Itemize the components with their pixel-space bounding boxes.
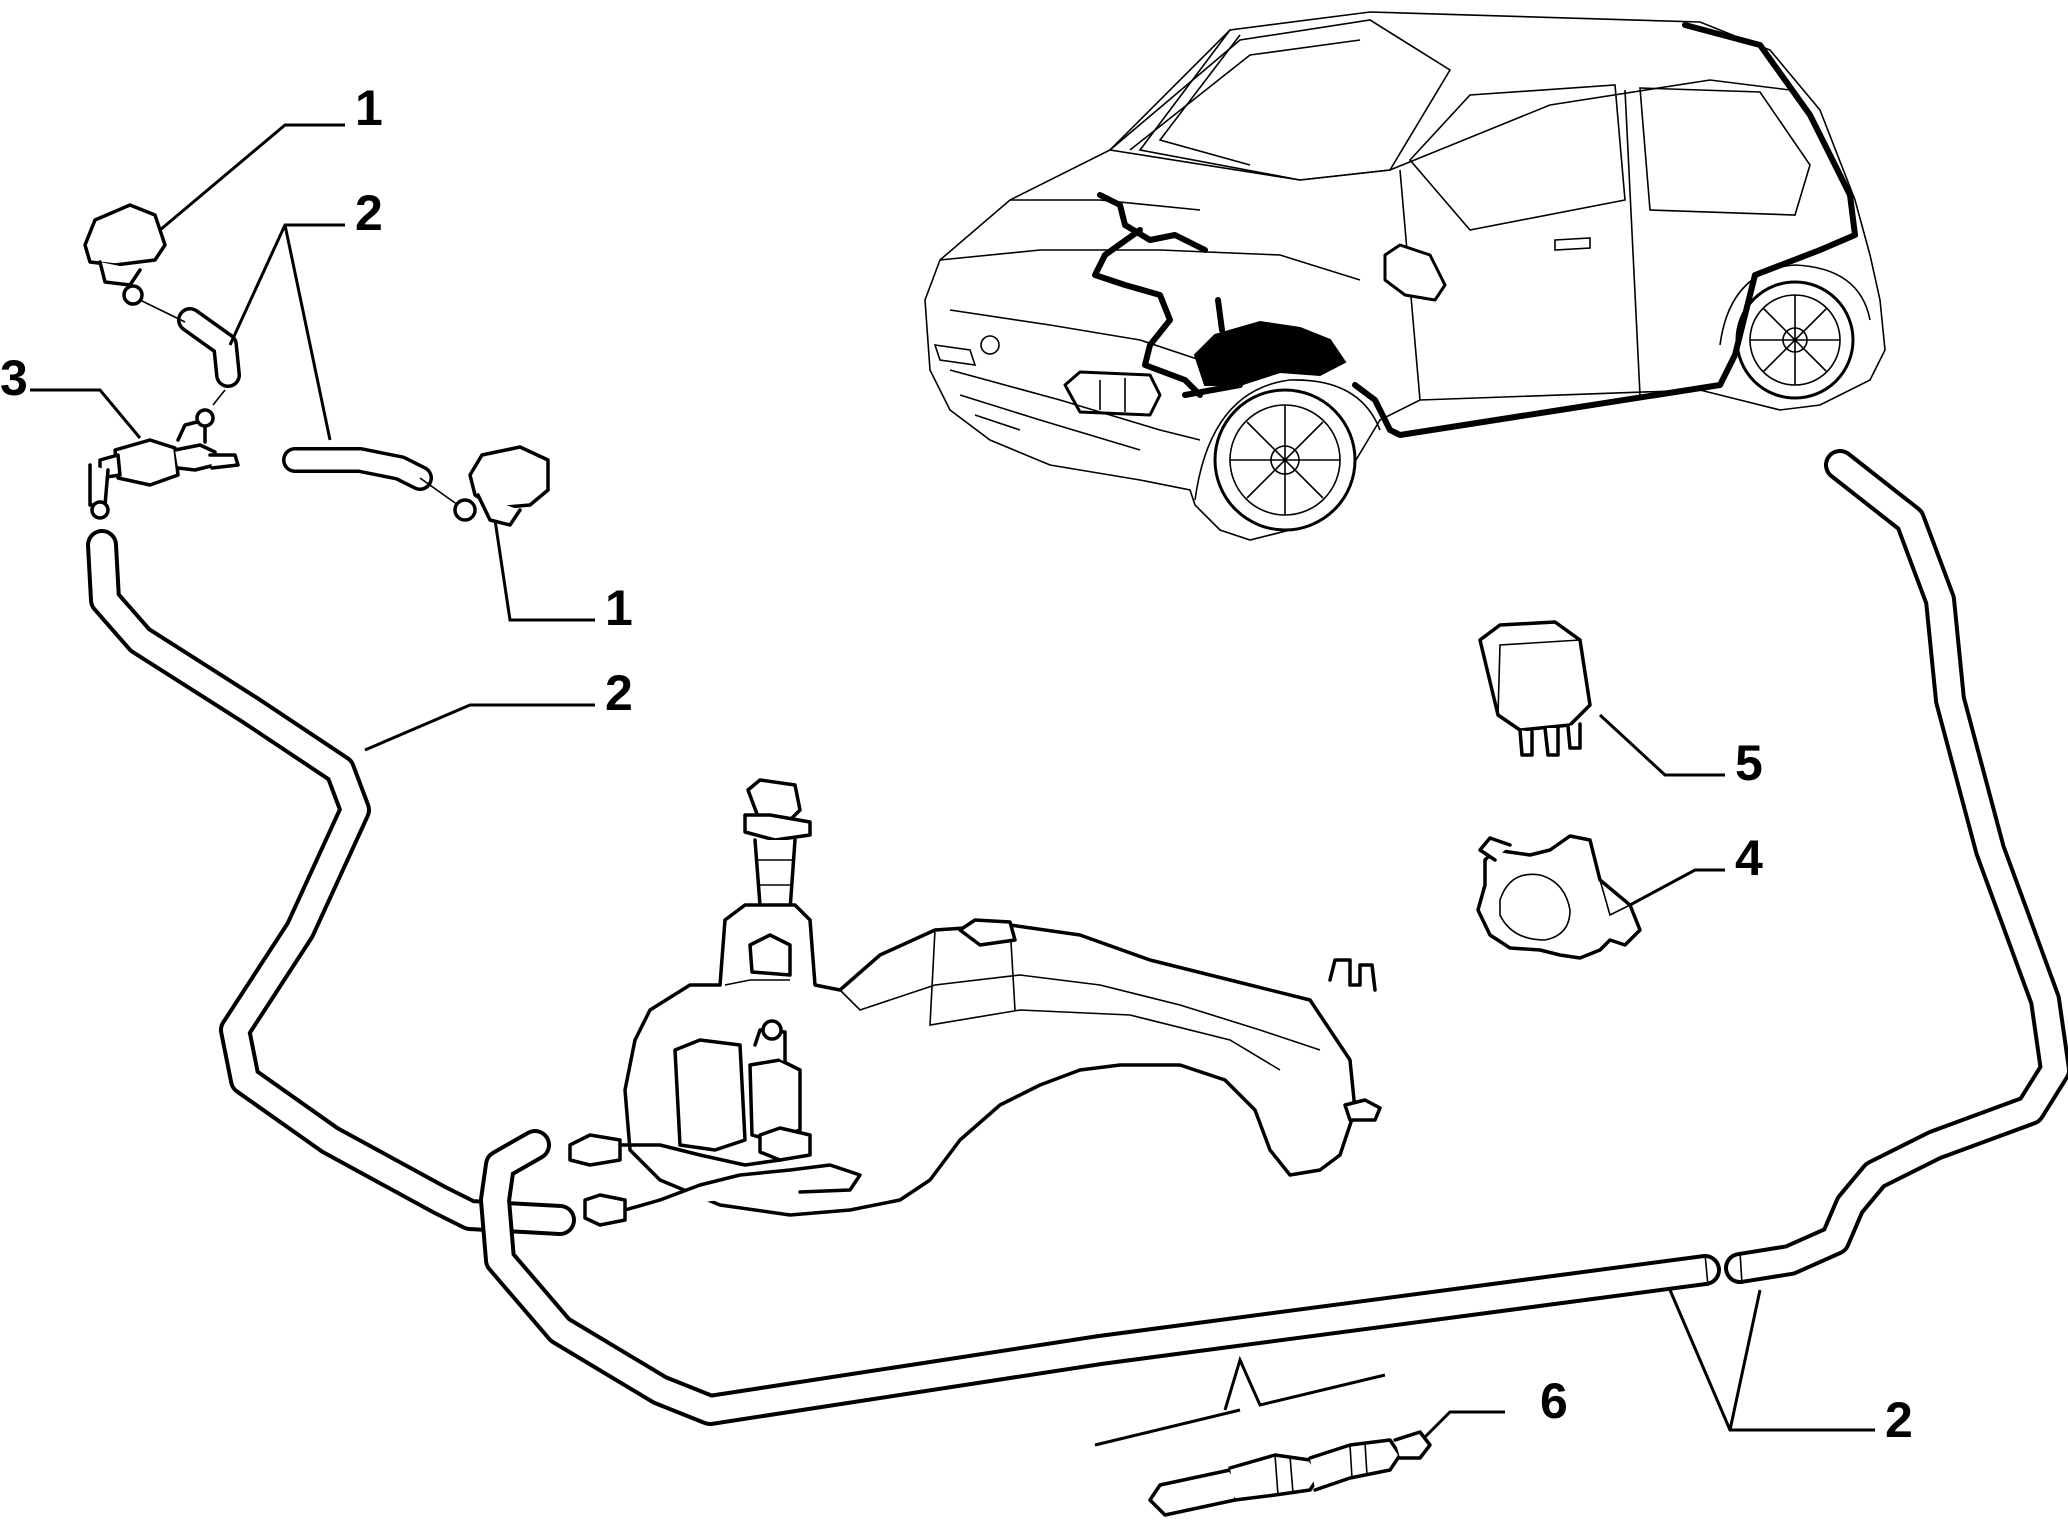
callout-1-middle: 1 <box>605 580 633 636</box>
callout-2-middle: 2 <box>605 665 633 721</box>
callout-5: 5 <box>1735 735 1763 791</box>
hose-clip <box>1476 834 1642 960</box>
callout-4: 4 <box>1735 830 1763 886</box>
washer-hose-network <box>86 307 2068 1426</box>
relay <box>1478 620 1592 757</box>
leader-lines <box>30 123 1875 1439</box>
nozzle-right <box>419 445 550 527</box>
callout-6: 6 <box>1540 1373 1568 1429</box>
callout-2-bottom: 2 <box>1885 1392 1913 1448</box>
callout-1-top: 1 <box>355 80 383 136</box>
callout-3: 3 <box>0 350 28 406</box>
car-illustration <box>924 11 1886 541</box>
washer-reservoir <box>568 778 1382 1227</box>
nozzle-top-left <box>83 203 186 323</box>
callout-labels: 1 2 3 1 2 5 4 6 2 <box>0 80 1913 1448</box>
tee-connector <box>88 389 240 520</box>
hose-connector <box>1094 1355 1432 1517</box>
callout-2-top: 2 <box>355 185 383 241</box>
